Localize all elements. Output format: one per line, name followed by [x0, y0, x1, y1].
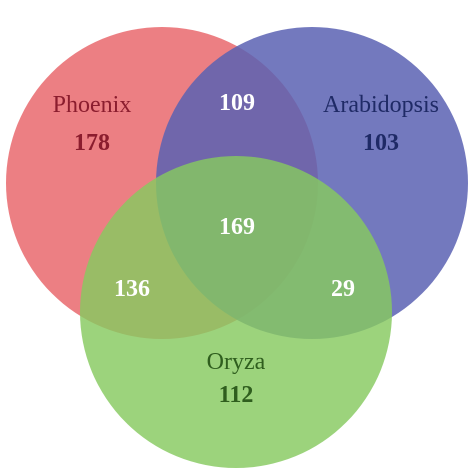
- all-three-overlap-count: 169: [219, 214, 255, 240]
- oryza-name: Oryza: [207, 349, 266, 375]
- oryza-unique-count: 112: [219, 382, 254, 408]
- oryza-circle: [80, 156, 392, 468]
- phoenix-name: Phoenix: [53, 92, 132, 118]
- phoenix-oryza-overlap-count: 136: [114, 276, 150, 302]
- phoenix-arabidopsis-overlap-count: 109: [219, 90, 255, 116]
- phoenix-unique-count: 178: [74, 130, 110, 156]
- arabidopsis-oryza-overlap-count: 29: [331, 276, 355, 302]
- arabidopsis-unique-count: 103: [363, 130, 399, 156]
- arabidopsis-name: Arabidopsis: [323, 92, 439, 118]
